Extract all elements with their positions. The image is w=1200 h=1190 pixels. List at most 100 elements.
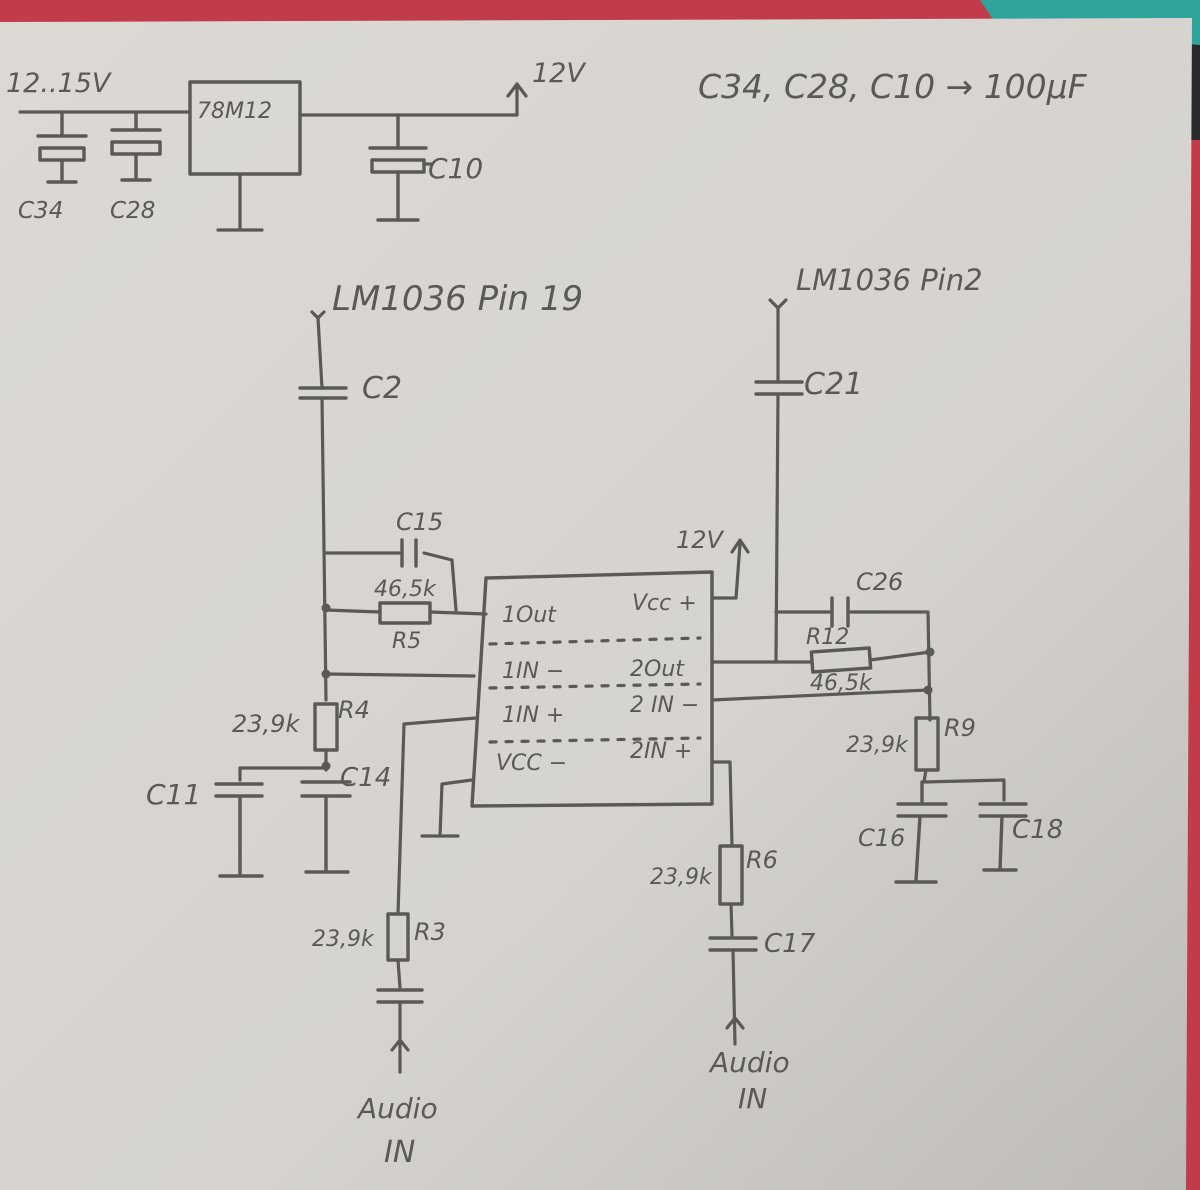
opamp-vcc-label: 12V [676,526,725,554]
resistor-r12 [809,646,873,674]
c26-feedback-wire [774,610,932,722]
right-source-wire [768,298,788,382]
label-r6: R6 [746,846,778,874]
pin-1out: 1Out [502,603,557,628]
resistor-r3 [386,912,410,962]
capacitor-c34 [36,110,88,184]
left-noninverting-input-wire [396,716,478,916]
label-c10: C10 [428,152,483,185]
junction-left-r5 [321,603,331,613]
supply-output-wire [298,84,519,117]
left-channel: C2 C15 46,5k R5 23,9k R4 C11 C14 23,9k R… [146,310,488,1170]
right-input-label-line1: Audio [708,1046,790,1079]
label-c15: C15 [396,508,443,536]
capacitor-c15 [400,538,418,568]
label-r12: R12 [806,625,849,650]
right-channel: C21 C26 R12 46,5k 23,9k R9 C16 C18 23,9k… [650,298,1063,1115]
left-source-wire [310,310,326,390]
supply-input-label: 12..15V [6,68,113,99]
c11-wire [238,766,328,782]
right-noninverting-input-wire [710,760,734,848]
supply-output-arrow [506,82,528,98]
resistor-r5 [378,601,432,625]
opamp-vcc-wire [710,542,742,600]
capacitor-c11 [214,782,264,878]
label-c26: C26 [856,568,903,596]
junction-left-in [321,669,331,679]
pin-2in-minus: 2 IN − [630,693,699,718]
label-r4-value: 23,9k [232,710,300,738]
right-bus-wire [774,392,780,662]
label-c17: C17 [764,929,816,959]
opamp-ic: 1Out 1IN − 1IN + VCC − Vcc + 2Out 2 IN −… [420,526,750,838]
supply-output-label: 12V [532,58,587,89]
label-r5-value: 46,5k [374,577,437,602]
opamp-vcc-arrow [730,538,750,554]
left-bus-wire [320,396,328,702]
junction-right-in [923,685,933,695]
pin-1in-plus: 1IN + [502,703,564,728]
capacitor-c26 [830,596,850,628]
opamp-ground-wire [420,778,474,838]
capacitor-c16 [894,780,948,884]
source-right-label: LM1036 Pin2 [796,263,983,297]
capacitor-c18 [978,802,1028,872]
capacitor-c28 [110,110,162,182]
resistor-r6 [718,844,744,906]
label-r3-value: 23,9k [312,927,375,952]
opamp-pin-dividers [488,636,702,744]
capacitor-c17 [708,936,758,952]
pin-2out: 2Out [630,657,685,682]
r12-feedback-wire [710,650,932,664]
capacitor-c10 [368,113,428,222]
pin-vcc-minus: VCC − [496,751,567,776]
label-c18: C18 [1012,815,1063,845]
regulator-78m12 [188,80,302,176]
right-input-label-line2: IN [738,1082,767,1115]
label-c28: C28 [110,198,155,224]
pin-1in-minus: 1IN − [502,659,564,684]
resistor-r9 [914,716,940,772]
label-c2: C2 [362,371,402,406]
c15-feedback-wire [324,551,458,612]
capacitor-note: C34, C28, C10 → 100µF [698,67,1088,106]
capacitor-left-input [376,988,424,1004]
left-input-arrow [390,1000,410,1074]
paper-sheet [0,18,1192,1190]
left-inverting-input-wire [324,672,476,678]
capacitor-c21 [754,380,804,396]
capacitor-c2 [298,386,348,400]
pin-2in-plus: 2IN + [630,739,692,764]
r9-lower-wire [922,768,1006,802]
label-c16: C16 [858,824,905,852]
r3-lower-wire [396,958,402,990]
right-input-arrow [725,948,745,1046]
label-r5: R5 [392,629,421,654]
label-c34: C34 [18,198,63,224]
power-supply-section: 12..15V 78M12 12V C34, C28, C10 → 100µF … [6,58,1088,232]
regulator-ground [216,172,264,232]
label-r9: R9 [944,714,976,742]
label-r12-value: 46,5k [810,671,873,696]
regulator-label: 78M12 [197,99,272,124]
label-c14: C14 [340,763,391,793]
pin-vcc-plus: Vcc + [632,591,697,616]
left-input-label-line1: Audio [356,1092,438,1125]
r6-lower-wire [729,902,734,938]
source-left-label: LM1036 Pin 19 [332,279,583,319]
label-r3: R3 [414,918,446,946]
label-r9-value: 23,9k [846,733,909,758]
right-inverting-input-wire [710,688,930,702]
capacitor-c14 [300,780,352,874]
junction-right-r12 [925,647,935,657]
resistor-r4 [313,702,339,752]
left-input-label-line2: IN [384,1135,415,1170]
label-c11: C11 [146,778,201,811]
opamp-body [470,570,714,808]
label-c21: C21 [804,367,863,402]
label-r6-value: 23,9k [650,865,713,890]
label-r4: R4 [338,696,370,724]
